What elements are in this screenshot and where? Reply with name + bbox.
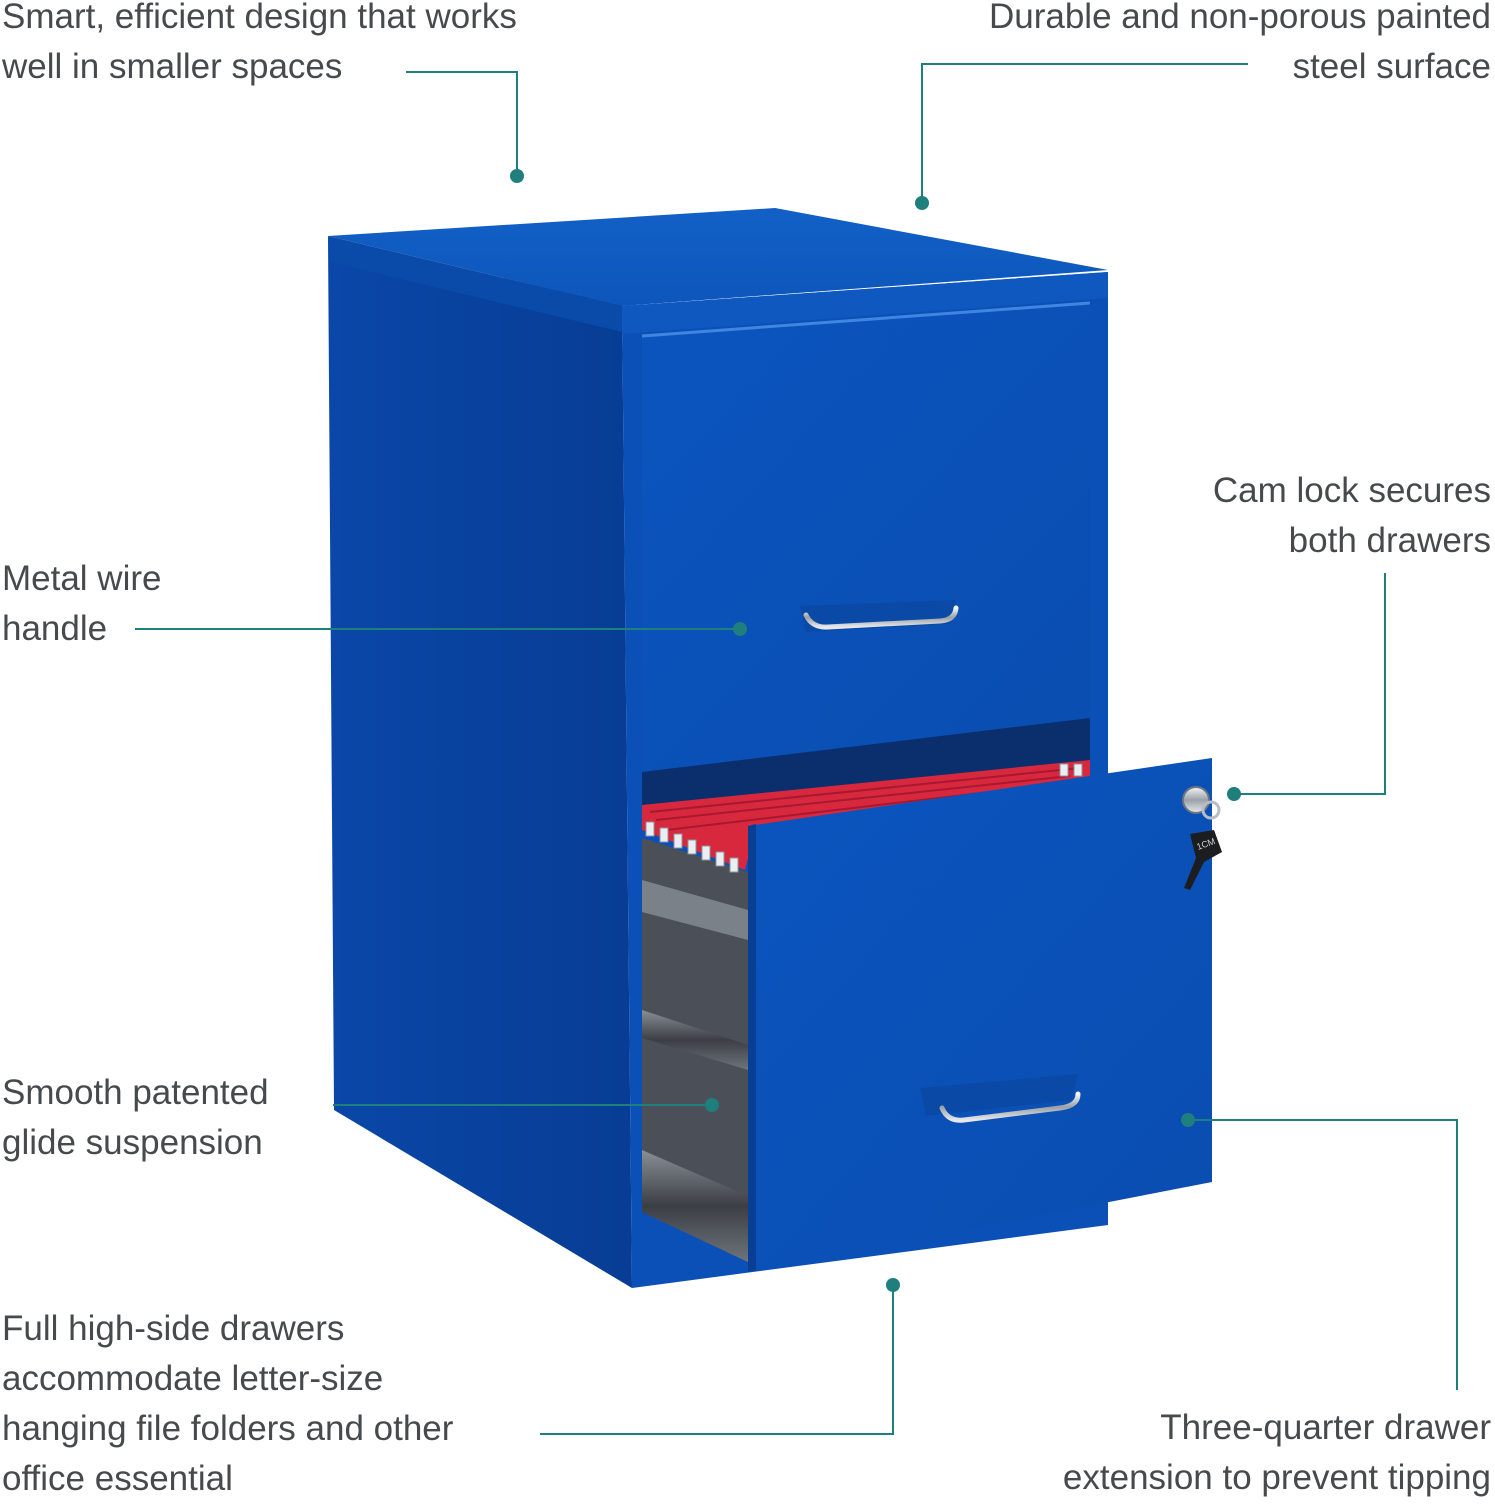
top-handle-wire bbox=[803, 605, 959, 630]
bottom-drawer-open: 1CM bbox=[642, 758, 1222, 1272]
top-drawer-handle bbox=[800, 600, 959, 632]
folder-hanger-tabs bbox=[645, 763, 1083, 873]
callout-line: both drawers bbox=[1288, 521, 1491, 560]
callout-line: Smooth patented bbox=[2, 1073, 269, 1112]
top-drawer-highlight bbox=[641, 301, 1091, 338]
dot-cam-lock bbox=[1227, 787, 1241, 801]
callout-leaders bbox=[135, 63, 1458, 1435]
callout-line: handle bbox=[2, 609, 108, 648]
drawer-inner-side-band-1 bbox=[642, 880, 748, 940]
cabinet-top-lip bbox=[622, 272, 1108, 334]
cam-lock: 1CM bbox=[1182, 786, 1222, 890]
drawer-inner-side-band-2 bbox=[642, 1010, 748, 1070]
callout-line: office essential bbox=[2, 1459, 233, 1498]
callout-line: Full high-side drawers bbox=[2, 1309, 345, 1348]
callout-durable-surface: Durable and non-porous painted steel sur… bbox=[989, 0, 1491, 92]
callout-dots bbox=[510, 169, 1241, 1292]
hanging-file-folders bbox=[642, 760, 1090, 870]
callout-line: Durable and non-porous painted bbox=[988, 0, 1491, 36]
callout-line: hanging file folders and other bbox=[2, 1409, 454, 1448]
bottom-handle-recess bbox=[920, 1074, 1078, 1116]
key-icon bbox=[1184, 830, 1222, 890]
dot-metal-handle bbox=[733, 622, 747, 636]
callout-line: steel surface bbox=[1292, 47, 1491, 86]
dot-high-side bbox=[886, 1278, 900, 1292]
callout-drawer-extension: Three-quarter drawer extension to preven… bbox=[1063, 1403, 1491, 1503]
bottom-drawer-front bbox=[748, 758, 1212, 1272]
lock-cylinder bbox=[1182, 786, 1210, 814]
top-drawer-front bbox=[642, 303, 1090, 772]
lock-ring bbox=[1201, 800, 1221, 820]
leader-cam-lock bbox=[1234, 573, 1386, 795]
leader-high-side bbox=[540, 1285, 894, 1435]
callout-line: extension to prevent tipping bbox=[1062, 1458, 1491, 1497]
callout-line: Metal wire bbox=[2, 559, 162, 598]
callout-line: accommodate letter-size bbox=[2, 1359, 384, 1398]
leader-durable bbox=[921, 63, 1248, 203]
dot-glide bbox=[705, 1098, 719, 1112]
bottom-handle-wire bbox=[939, 1091, 1081, 1123]
dot-durable bbox=[915, 196, 929, 210]
cabinet-side-panel bbox=[328, 238, 632, 1288]
leader-extension bbox=[1188, 1119, 1458, 1390]
dot-extension bbox=[1181, 1113, 1195, 1127]
callout-line: Cam lock secures bbox=[1212, 471, 1491, 510]
callout-line: glide suspension bbox=[2, 1123, 263, 1162]
callout-high-side-drawers: Full high-side drawers accommodate lette… bbox=[2, 1304, 453, 1504]
callout-cam-lock: Cam lock secures both drawers bbox=[1213, 466, 1491, 566]
bottom-drawer-handle bbox=[920, 1074, 1081, 1123]
callout-line: Three-quarter drawer bbox=[1160, 1408, 1491, 1447]
cabinet-top-edge bbox=[328, 236, 622, 332]
callout-line: Smart, efficient design that works bbox=[2, 0, 517, 36]
callout-glide-suspension: Smooth patented glide suspension bbox=[2, 1068, 269, 1168]
cabinet-top bbox=[328, 208, 1108, 306]
leader-smart bbox=[406, 71, 518, 176]
dot-smart bbox=[510, 169, 524, 183]
callout-smart-design: Smart, efficient design that works well … bbox=[2, 0, 517, 92]
callout-line: well in smaller spaces bbox=[2, 47, 343, 86]
callout-metal-handle: Metal wire handle bbox=[2, 554, 161, 654]
drawer-glide-rail bbox=[642, 1150, 748, 1262]
bottom-drawer-edge bbox=[748, 824, 756, 1272]
